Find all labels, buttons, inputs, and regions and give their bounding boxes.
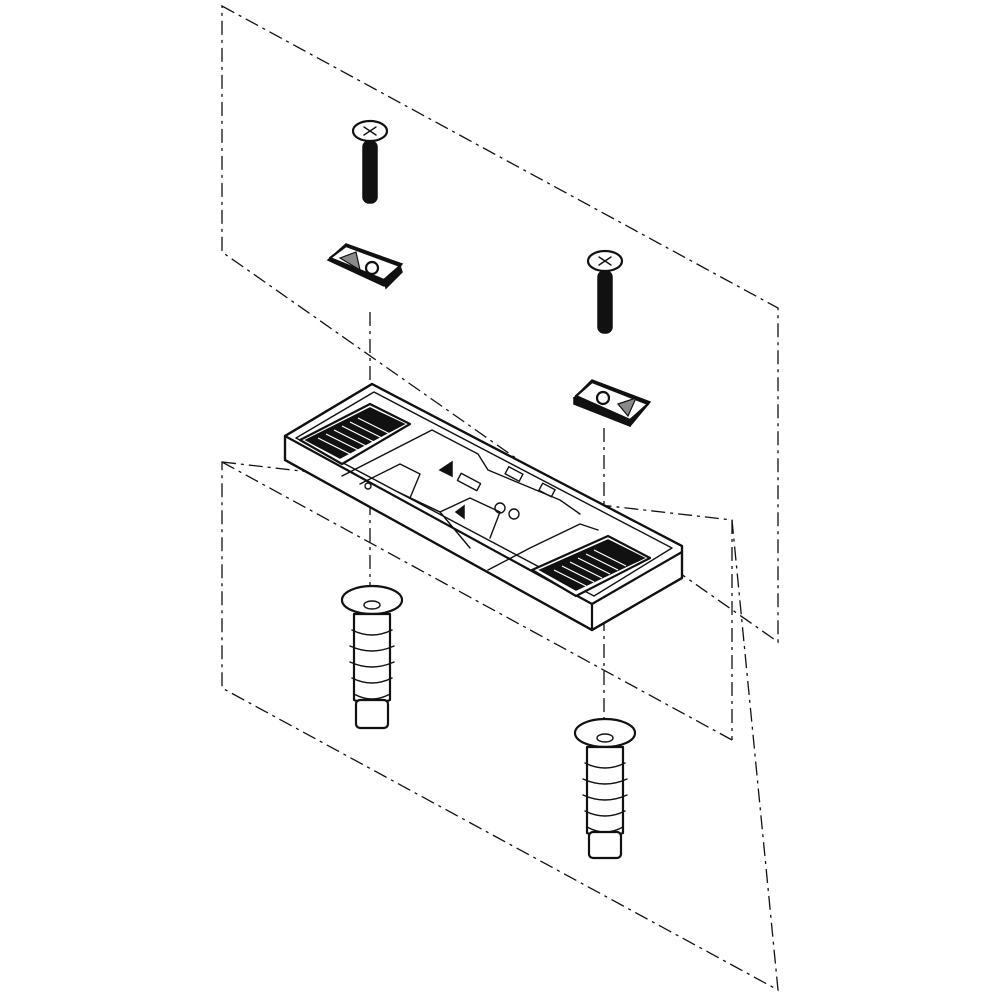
right-square-nut: [572, 379, 652, 428]
lower-plane-edge: [221, 461, 733, 741]
base-plate: [283, 382, 684, 632]
upper-assembly-plane: [221, 4, 779, 644]
right-anchor-plug: [573, 717, 637, 860]
left-square-nut: [326, 243, 404, 290]
left-anchor-plug: [340, 584, 404, 730]
right-screw: [586, 249, 624, 334]
lower-assembly-plane: [221, 461, 779, 992]
left-screw: [351, 119, 389, 204]
